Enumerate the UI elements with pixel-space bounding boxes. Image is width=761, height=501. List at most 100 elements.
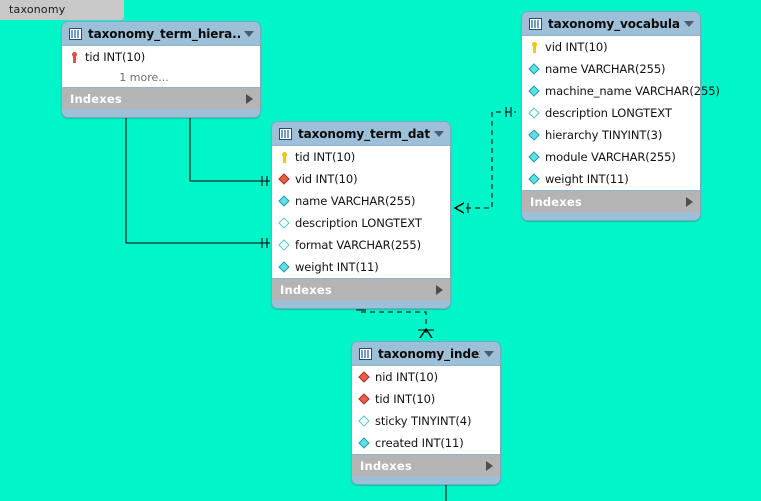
column-label: weight INT(11): [545, 172, 629, 186]
indexes-section-taxonomy_vocabulary[interactable]: Indexes: [522, 191, 700, 212]
column-row[interactable]: hierarchy TINYINT(3): [522, 124, 700, 146]
fk-icon: [279, 174, 290, 185]
notnull-icon: [529, 152, 540, 163]
fk-icon: [359, 394, 370, 405]
column-row[interactable]: nid INT(10): [352, 366, 500, 388]
table-title: taxonomy_term_data: [298, 126, 430, 141]
column-label: description LONGTEXT: [545, 106, 672, 120]
column-label: vid INT(10): [545, 40, 608, 54]
notnull-icon: [279, 196, 290, 207]
column-label: sticky TINYINT(4): [375, 414, 472, 428]
column-row[interactable]: vid INT(10): [272, 168, 450, 190]
column-label: module VARCHAR(255): [545, 150, 676, 164]
relationship-term-data-to-index[interactable]: [361, 311, 427, 337]
column-row[interactable]: tid INT(10): [352, 388, 500, 410]
table-card-taxonomy_term_hierarchy[interactable]: taxonomy_term_hiera...tid INT(10) 1 more.…: [61, 21, 261, 118]
table-title: taxonomy_vocabulary: [548, 16, 680, 31]
table-title: taxonomy_term_hiera...: [88, 26, 240, 41]
relationship-term-data-to-index-ends: [356, 304, 434, 339]
column-label: name VARCHAR(255): [545, 62, 666, 76]
table-header-taxonomy_vocabulary[interactable]: taxonomy_vocabulary: [522, 12, 700, 35]
fk-icon: [359, 372, 370, 383]
chevron-down-icon[interactable]: [244, 30, 254, 37]
tab-label: taxonomy: [9, 3, 66, 16]
table-columns-taxonomy_vocabulary: vid INT(10) name VARCHAR(255) machine_name…: [522, 35, 720, 191]
column-row[interactable]: description LONGTEXT: [272, 212, 450, 234]
column-label: tid INT(10): [85, 50, 146, 64]
column-row[interactable]: module VARCHAR(255): [522, 146, 700, 168]
column-label: name VARCHAR(255): [295, 194, 416, 208]
chevron-right-icon[interactable]: [246, 93, 253, 104]
table-icon: [69, 27, 82, 40]
nullable-icon: [529, 108, 540, 119]
table-icon: [279, 127, 292, 140]
relationship-term-data-to-vocabulary-ends: [453, 107, 512, 214]
column-row[interactable]: description LONGTEXT: [522, 102, 700, 124]
chevron-down-icon[interactable]: [434, 130, 444, 137]
more-columns-row[interactable]: 1 more...: [119, 71, 169, 84]
key-pk-icon: [279, 151, 290, 163]
notnull-icon: [279, 262, 290, 273]
notnull-icon: [529, 130, 540, 141]
column-label: machine_name VARCHAR(255): [545, 84, 720, 98]
key-pk-icon: [529, 41, 540, 53]
notnull-icon: [529, 64, 540, 75]
column-label: tid INT(10): [375, 392, 436, 406]
table-columns-taxonomy_term_data: tid INT(10) vid INT(10) name VARCHAR(255) d…: [272, 145, 450, 279]
column-row[interactable]: machine_name VARCHAR(255): [522, 80, 720, 102]
nullable-icon: [279, 218, 290, 229]
column-row[interactable]: created INT(11): [352, 432, 500, 454]
column-row[interactable]: name VARCHAR(255): [522, 58, 700, 80]
table-footer: [272, 300, 450, 308]
column-label: hierarchy TINYINT(3): [545, 128, 663, 142]
table-icon: [359, 347, 372, 360]
indexes-label: Indexes: [280, 282, 332, 297]
column-row[interactable]: format VARCHAR(255): [272, 234, 450, 256]
table-icon: [529, 17, 542, 30]
column-label: created INT(11): [375, 436, 464, 450]
column-label: tid INT(10): [295, 150, 356, 164]
notnull-icon: [529, 86, 540, 97]
chevron-down-icon[interactable]: [484, 350, 494, 357]
column-label: format VARCHAR(255): [295, 238, 421, 252]
table-columns-taxonomy_term_hierarchy: tid INT(10) 1 more...: [62, 45, 260, 88]
column-label: weight INT(11): [295, 260, 379, 274]
column-row[interactable]: weight INT(11): [272, 256, 450, 278]
column-label: nid INT(10): [375, 370, 438, 384]
table-title: taxonomy_index: [378, 346, 480, 361]
notnull-icon: [359, 438, 370, 449]
indexes-section-taxonomy_index[interactable]: Indexes: [352, 455, 500, 476]
key-pkfk-icon: [69, 51, 80, 63]
column-row[interactable]: sticky TINYINT(4): [352, 410, 500, 432]
table-header-taxonomy_index[interactable]: taxonomy_index: [352, 342, 500, 365]
table-columns-taxonomy_index: nid INT(10) tid INT(10) sticky TINYINT(4) c…: [352, 365, 500, 455]
indexes-label: Indexes: [360, 458, 412, 473]
nullable-icon: [359, 416, 370, 427]
table-header-taxonomy_term_hierarchy[interactable]: taxonomy_term_hiera...: [62, 22, 260, 45]
indexes-section-taxonomy_term_data[interactable]: Indexes: [272, 279, 450, 300]
table-footer: [352, 476, 500, 484]
notnull-icon: [529, 174, 540, 185]
tab-taxonomy[interactable]: taxonomy: [0, 0, 124, 20]
relationship-term-data-to-vocabulary[interactable]: [466, 111, 516, 209]
chevron-down-icon[interactable]: [684, 20, 694, 27]
column-row[interactable]: name VARCHAR(255): [272, 190, 450, 212]
table-header-taxonomy_term_data[interactable]: taxonomy_term_data: [272, 122, 450, 145]
column-row[interactable]: weight INT(11): [522, 168, 700, 190]
indexes-label: Indexes: [530, 194, 582, 209]
chevron-right-icon[interactable]: [486, 460, 493, 471]
column-row[interactable]: tid INT(10): [272, 146, 450, 168]
indexes-label: Indexes: [70, 91, 122, 106]
column-row[interactable]: tid INT(10): [62, 46, 260, 68]
indexes-section-taxonomy_term_hierarchy[interactable]: Indexes: [62, 88, 260, 109]
column-label: vid INT(10): [295, 172, 358, 186]
table-footer: [522, 212, 700, 220]
chevron-right-icon[interactable]: [686, 196, 693, 207]
chevron-right-icon[interactable]: [436, 284, 443, 295]
column-row[interactable]: vid INT(10): [522, 36, 700, 58]
column-label: description LONGTEXT: [295, 216, 422, 230]
relationship-hierarchy-to-term-data-format[interactable]: [118, 103, 270, 248]
